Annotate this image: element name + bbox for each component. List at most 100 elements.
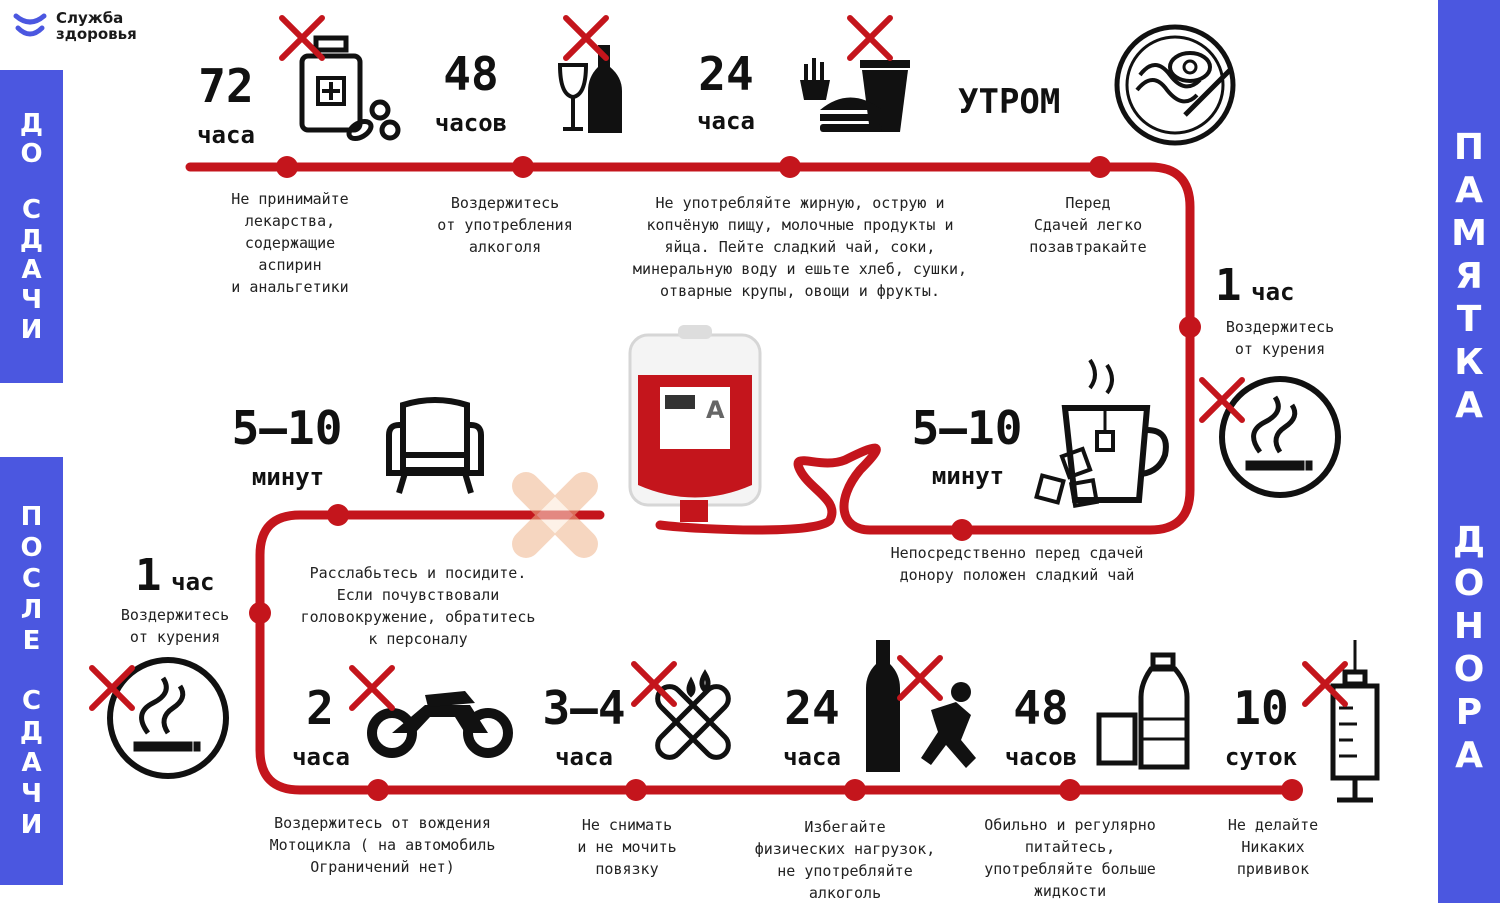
no-smoking-icon (1219, 376, 1341, 498)
heart-logo-icon (13, 13, 47, 37)
logo-line1: Служба (56, 9, 124, 27)
timeline-dot (951, 519, 973, 541)
sidebar-letter: К (1454, 342, 1484, 383)
logo-text: Служба здоровья (56, 10, 166, 42)
step-value: 24 (698, 47, 754, 101)
step-value: 24 (784, 681, 840, 735)
timeline-dot (1059, 779, 1081, 801)
step-unit: часов (434, 109, 508, 137)
step-value: 2 (306, 681, 334, 735)
step-unit: час (171, 568, 215, 596)
sidebar-letter: О (20, 533, 43, 563)
sidebar-letter: Е (22, 626, 41, 656)
wine-icon (557, 45, 622, 133)
step-desc: Воздержитесь от курения (1225, 318, 1335, 358)
syringe-icon (1330, 640, 1380, 803)
sidebar-letter: О (20, 138, 43, 169)
step-value: 5–10 (231, 401, 343, 455)
step-value: 48 (1013, 681, 1069, 735)
step-value: 72 (198, 59, 254, 113)
sidebar-letter: И (20, 810, 43, 840)
step-value: 1 (1215, 260, 1242, 311)
timeline-dot (249, 602, 271, 624)
logo-line2: здоровья (56, 25, 137, 43)
sidebar-letter: Р (1455, 692, 1483, 733)
blood-type-label: A (706, 396, 725, 424)
armchair-icon (386, 397, 484, 494)
sidebar-letter: Д (1452, 520, 1486, 561)
sidebar-letter: О (1453, 649, 1485, 690)
timeline-dot (1089, 156, 1111, 178)
sidebar-letter: О (1453, 563, 1485, 604)
logo: Служба здоровья (12, 10, 166, 42)
bandage-icon (655, 669, 731, 760)
sidebar-letter: Д (19, 717, 44, 747)
step-unit: минут (931, 462, 1005, 490)
water-bottle-icon (1096, 652, 1190, 770)
motorcycle-icon (367, 691, 513, 758)
sidebar-letter: Ч (20, 779, 42, 809)
sidebar-letter: Д (19, 224, 44, 255)
sidebar-letter: С (21, 564, 42, 594)
sidebar-letter: Л (20, 595, 43, 625)
sidebar-letter: П (20, 502, 43, 532)
step-desc: Перед Сдачей легко позавтракайте (1029, 194, 1147, 256)
fastfood-icon (800, 58, 910, 132)
sidebar-letter: Н (1453, 606, 1485, 647)
sidebar-letter: Д (19, 108, 44, 139)
step-desc: Обильно и регулярно питайтесь, употребля… (984, 816, 1156, 900)
sidebar-letter: А (21, 254, 42, 285)
sidebar-letter: П (1453, 127, 1485, 168)
step-desc: Не снимать и не мочить повязку (577, 816, 677, 878)
breakfast-icon (1114, 24, 1236, 146)
sidebar-memo: П А М Я Т К А Д О Н О Р А (1438, 0, 1500, 903)
timeline-dot (367, 779, 389, 801)
sidebar-letter: А (21, 748, 42, 778)
sidebar-letter: А (1455, 735, 1483, 776)
timeline-dot (779, 156, 801, 178)
sidebar-letter: С (21, 194, 42, 225)
sidebar-letter: А (1455, 385, 1483, 426)
sidebar-letter: М (1451, 213, 1487, 254)
step-value: 1 (135, 550, 162, 601)
step-unit: часа (783, 743, 841, 771)
timeline-dot (512, 156, 534, 178)
timeline-dot (1281, 779, 1303, 801)
step-desc: Расслабьтесь и посидите. Если почувствов… (300, 564, 536, 648)
running-icon (866, 640, 976, 772)
step-unit: час (1251, 278, 1295, 306)
step-unit: часа (292, 743, 350, 771)
blood-bag-icon (628, 325, 762, 522)
timeline-dot (276, 156, 298, 178)
step-desc: Воздержитесь от употребления алкоголя (437, 194, 573, 256)
step-unit: часа (697, 107, 755, 135)
step-value: 10 (1233, 681, 1289, 735)
medicine-icon (299, 35, 401, 142)
step-unit: минут (251, 463, 325, 491)
sidebar-letter: Ч (20, 284, 42, 315)
step-desc: Воздержитесь от вождения Мотоцикла ( на … (269, 814, 496, 876)
step-desc: Не употребляйте жирную, острую и копчёну… (632, 194, 968, 300)
timeline-dot (625, 779, 647, 801)
step-desc: Воздержитесь от курения (120, 606, 230, 646)
timeline-dot (327, 504, 349, 526)
tea-icon (1034, 358, 1169, 509)
step-unit: часов (1004, 743, 1078, 771)
sidebar-letter: С (21, 686, 42, 716)
no-smoking-icon (107, 657, 229, 779)
sidebar-letter: А (1455, 170, 1483, 211)
step-desc: Избегайте физических нагрузок, не употре… (754, 818, 936, 902)
sidebar-after: П О С Л Е С Д А Ч И (0, 457, 63, 885)
step-desc: Не делайте Никаких прививок (1227, 816, 1319, 878)
sidebar-letter: И (20, 314, 43, 345)
step-label: УТРОМ (958, 82, 1061, 122)
step-unit: суток (1224, 743, 1298, 771)
step-desc: Не принимайте лекарства, содержащие аспи… (231, 190, 349, 296)
sidebar-before: Д О С Д А Ч И (0, 70, 63, 383)
step-desc: Непосредственно перед сдачей донору поло… (890, 544, 1144, 584)
step-hour: 1 час (135, 550, 215, 601)
step-value: 5–10 (911, 401, 1023, 455)
timeline-path (185, 162, 1195, 535)
plaster-icon (512, 472, 598, 558)
